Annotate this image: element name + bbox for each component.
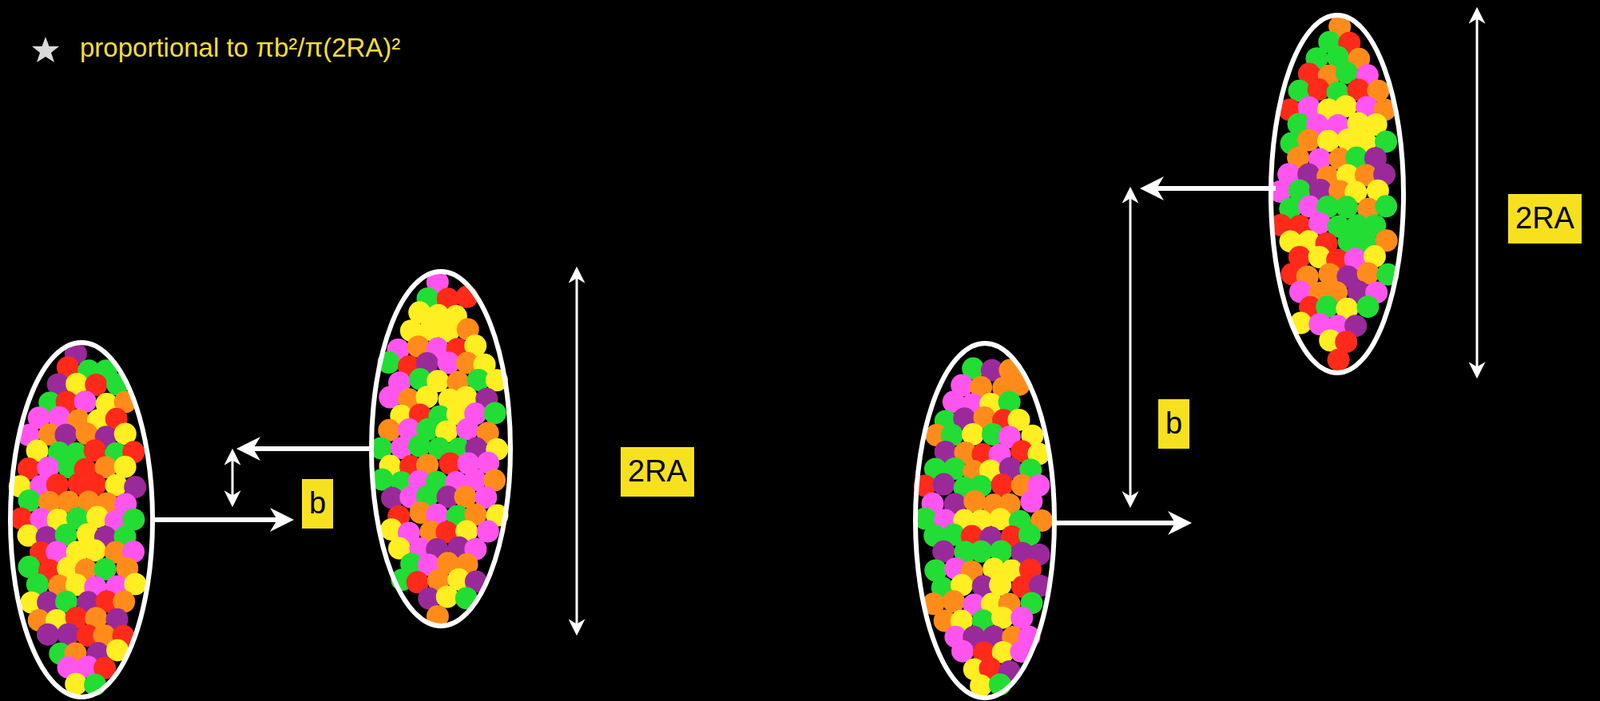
velocity-arrows <box>153 188 1276 524</box>
impact-parameter-label: b <box>301 479 334 529</box>
dimension-arrows <box>232 10 1477 633</box>
nucleon <box>56 623 80 647</box>
nucleon <box>933 473 956 497</box>
nucleon <box>991 473 1014 497</box>
nucleus-outlines <box>10 15 1404 699</box>
diameter-label: 2RA <box>620 447 695 497</box>
note-text: proportional to πb²/π(2RA)² <box>79 31 401 64</box>
nucleon <box>963 490 986 513</box>
nucleon <box>1010 607 1033 630</box>
diameter-label: 2RA <box>1508 194 1582 244</box>
nucleon <box>36 623 60 647</box>
nucleon <box>484 401 507 425</box>
nucleon-fill <box>8 15 1400 698</box>
nucleon <box>1020 490 1043 513</box>
nucleon <box>942 590 965 613</box>
nucleon <box>1374 194 1398 218</box>
nucleon <box>1356 295 1379 318</box>
nucleon <box>436 586 459 609</box>
nucleon <box>408 435 431 458</box>
nucleon <box>1327 349 1350 372</box>
impact-parameter-label: b <box>1158 399 1190 449</box>
nucleon <box>83 539 107 562</box>
nucleon <box>456 418 479 441</box>
bullet-star <box>31 36 60 63</box>
